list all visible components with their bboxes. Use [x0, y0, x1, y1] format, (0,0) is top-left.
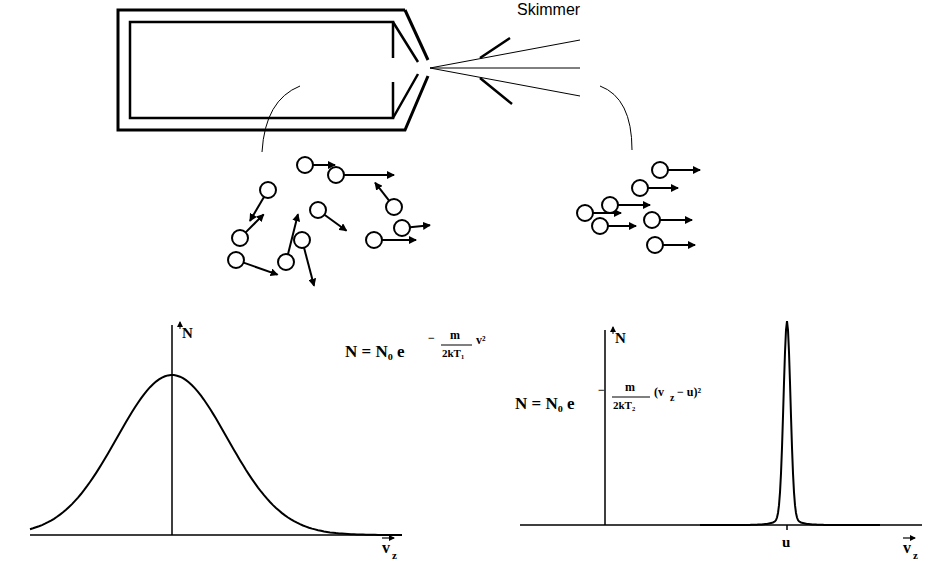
velocity-arrow: [288, 214, 298, 254]
velocity-arrow: [382, 239, 416, 241]
velocity-arrow: [246, 214, 264, 232]
velocity-arrow: [375, 183, 389, 201]
equation: − u)²: [677, 386, 701, 398]
velocity-arrow: [618, 204, 650, 206]
velocity-arrow: [663, 244, 695, 246]
equation: z: [670, 393, 674, 403]
velocity-arrow: [410, 225, 430, 227]
axes: [520, 330, 922, 530]
velocity-arrow: [313, 164, 335, 166]
molecule: [366, 232, 382, 248]
component-label: Skimmer: [517, 2, 580, 18]
leader-arc: [600, 86, 632, 150]
leader-arc: [262, 86, 300, 152]
velocity-arrow: [250, 197, 264, 221]
skimmer-cone: [480, 38, 512, 104]
gaussian-curve: [30, 375, 402, 535]
equation: v²: [476, 334, 486, 346]
equation: 2kT₂: [613, 400, 635, 411]
molecule: [394, 220, 410, 236]
gaussian-curve: [700, 321, 880, 525]
equation: m: [625, 381, 635, 393]
molecule: [644, 212, 660, 228]
velocity-arrow: [304, 248, 314, 286]
molecule: [278, 254, 294, 270]
velocity-arrow: [608, 225, 636, 227]
molecule: [577, 205, 593, 221]
molecule: [260, 182, 276, 198]
velocity-arrow: [324, 215, 346, 231]
chamber-outer: [118, 10, 428, 130]
velocity-arrow: [668, 169, 700, 171]
molecule: [294, 232, 310, 248]
molecule: [647, 237, 663, 253]
equation: 2kT₁: [442, 348, 464, 359]
velocity-arrow: [344, 174, 394, 176]
axis-label: N: [182, 326, 193, 341]
axis-arrow: [613, 327, 614, 334]
axis-label: v: [903, 540, 911, 556]
equation: −: [428, 332, 435, 344]
vector-arrow: [382, 537, 394, 538]
molecule: [297, 157, 313, 173]
axis-label: z: [913, 550, 918, 561]
molecule: [228, 252, 244, 268]
equation: N = N₀ e: [515, 395, 575, 412]
molecule: [328, 167, 344, 183]
equation: (v: [654, 386, 664, 398]
molecule: [386, 199, 402, 215]
vector-arrow: [903, 537, 915, 538]
beam-lines: [430, 40, 580, 96]
equation: m: [450, 329, 460, 341]
equation: −: [598, 384, 605, 396]
nozzle: [393, 22, 418, 118]
chamber-outer: [405, 10, 428, 60]
fraction-bar: [441, 345, 650, 397]
chamber-inner: [130, 22, 393, 118]
axis-label: N: [615, 331, 626, 346]
molecule: [310, 202, 326, 218]
equation: N = N₀ e: [345, 343, 405, 360]
velocity-arrow: [660, 219, 692, 221]
axis-arrow: [180, 322, 181, 329]
molecule: [652, 162, 668, 178]
velocity-arrow: [244, 263, 278, 275]
molecule: [232, 230, 248, 246]
tick-label: u: [782, 535, 790, 550]
molecule: [592, 218, 608, 234]
molecule: [632, 180, 648, 196]
axis-label: v: [382, 540, 390, 556]
velocity-arrow: [648, 187, 678, 189]
axis-label: z: [392, 550, 397, 561]
molecule: [602, 197, 618, 213]
